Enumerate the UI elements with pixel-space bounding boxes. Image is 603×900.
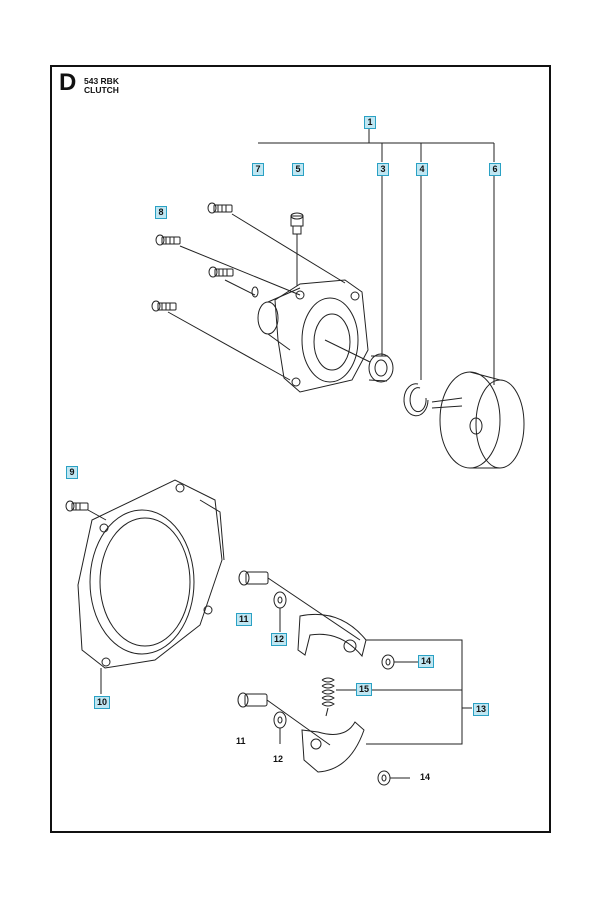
callout-13[interactable]: 13 bbox=[473, 703, 490, 716]
callout-9[interactable]: 9 bbox=[66, 466, 78, 479]
model-name: 543 RBK bbox=[84, 76, 119, 86]
diagram-frame bbox=[50, 65, 551, 833]
callout-12-secondary: 12 bbox=[273, 754, 284, 764]
clutch-shoe-upper bbox=[238, 570, 418, 670]
circlip-4 bbox=[403, 383, 429, 417]
callout-14-secondary: 14 bbox=[420, 772, 431, 782]
callout-6[interactable]: 6 bbox=[489, 163, 501, 176]
fan-housing-10 bbox=[65, 479, 225, 694]
callout-10[interactable]: 10 bbox=[94, 696, 111, 709]
clutch-shoe-lower bbox=[237, 692, 410, 786]
callout-11-secondary: 11 bbox=[236, 736, 246, 746]
spring-15 bbox=[321, 677, 356, 717]
callout-14[interactable]: 14 bbox=[418, 655, 435, 668]
callout-11[interactable]: 11 bbox=[236, 613, 252, 626]
screw-group-8 bbox=[151, 202, 259, 312]
clutch-drum-6 bbox=[431, 371, 525, 469]
leader-lines-top bbox=[167, 128, 495, 385]
callout-7[interactable]: 7 bbox=[252, 163, 264, 176]
section-letter: D bbox=[59, 69, 77, 96]
grease-nipple-5 bbox=[290, 212, 304, 286]
bearing-3 bbox=[368, 353, 394, 383]
clutch-housing bbox=[257, 279, 371, 393]
callout-3[interactable]: 3 bbox=[377, 163, 389, 176]
callout-5[interactable]: 5 bbox=[292, 163, 304, 176]
callout-12[interactable]: 12 bbox=[271, 633, 288, 646]
callout-4[interactable]: 4 bbox=[416, 163, 428, 176]
callout-8[interactable]: 8 bbox=[155, 206, 167, 219]
diagram-title: CLUTCH bbox=[84, 85, 119, 95]
callout-15[interactable]: 15 bbox=[356, 683, 373, 696]
callout-1[interactable]: 1 bbox=[364, 116, 376, 129]
